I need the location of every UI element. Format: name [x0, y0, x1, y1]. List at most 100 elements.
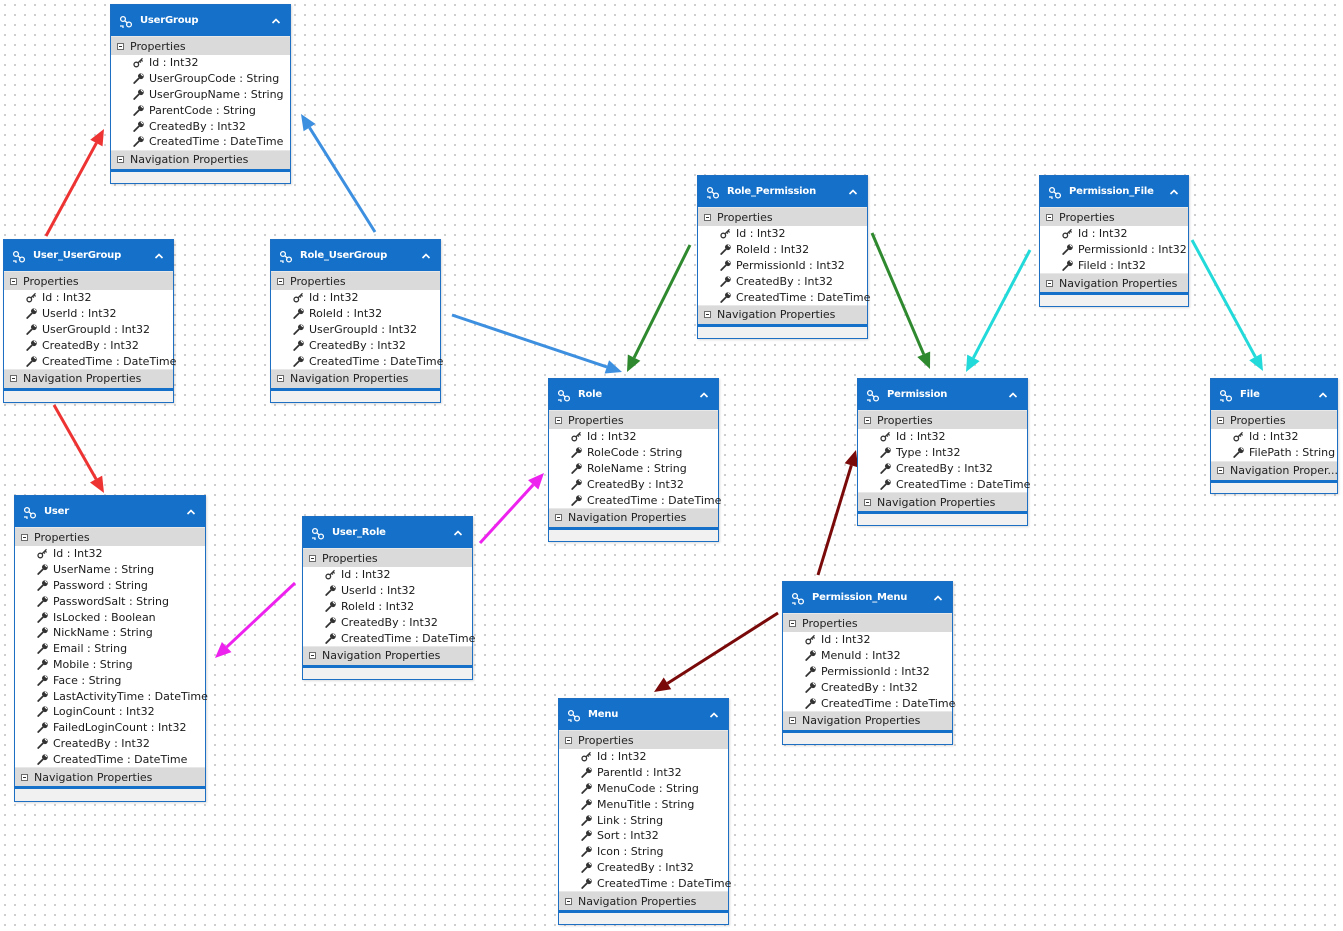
property-permissionid[interactable]: PermissionId : Int32	[1040, 242, 1188, 258]
property-id[interactable]: Id : Int32	[783, 632, 952, 648]
collapse-chevron-icon[interactable]	[1168, 183, 1180, 195]
relationship-role-permission-to-permission[interactable]	[870, 232, 931, 369]
entity-header[interactable]: Permission_Menu	[783, 582, 952, 613]
entity-header[interactable]: Role	[549, 379, 718, 410]
property-createdby[interactable]: CreatedBy : Int32	[303, 614, 472, 630]
property-createdby[interactable]: CreatedBy : Int32	[4, 337, 173, 353]
property-createdby[interactable]: CreatedBy : Int32	[858, 461, 1027, 477]
collapse-toggle-icon[interactable]	[1217, 416, 1224, 424]
navigation-section-header[interactable]: Navigation Properties	[549, 507, 718, 530]
collapse-toggle-icon[interactable]	[555, 514, 562, 522]
entity-header[interactable]: Permission	[858, 379, 1027, 410]
property-userid[interactable]: UserId : Int32	[4, 306, 173, 322]
property-filepath[interactable]: FilePath : String	[1211, 445, 1337, 461]
property-createdby[interactable]: CreatedBy : Int32	[15, 736, 205, 752]
property-permissionid[interactable]: PermissionId : Int32	[698, 258, 867, 274]
entity-header[interactable]: Menu	[559, 699, 728, 730]
relationship-role-usergroup-to-usergroup[interactable]	[301, 114, 377, 233]
property-roleid[interactable]: RoleId : Int32	[303, 599, 472, 615]
collapse-toggle-icon[interactable]	[1046, 213, 1053, 221]
property-menucode[interactable]: MenuCode : String	[559, 781, 728, 797]
collapse-toggle-icon[interactable]	[117, 42, 124, 50]
entity-header[interactable]: UserGroup	[111, 5, 290, 36]
navigation-section-header[interactable]: Navigation Properties	[271, 368, 440, 391]
collapse-chevron-icon[interactable]	[1317, 386, 1329, 398]
properties-section-header[interactable]: Properties	[783, 613, 952, 632]
property-createdtime[interactable]: CreatedTime : DateTime	[783, 695, 955, 711]
collapse-toggle-icon[interactable]	[1217, 467, 1224, 475]
properties-section-header[interactable]: Properties	[698, 207, 867, 226]
property-passwordsalt[interactable]: PasswordSalt : String	[15, 593, 205, 609]
properties-section-header[interactable]: Properties	[15, 527, 205, 546]
navigation-section-header[interactable]: Navigation Properties	[783, 710, 952, 733]
relationship-user-usergroup-to-usergroup[interactable]	[44, 129, 104, 237]
collapse-toggle-icon[interactable]	[864, 416, 871, 424]
navigation-section-header[interactable]: Navigation Properties	[698, 304, 867, 327]
property-logincount[interactable]: LoginCount : Int32	[15, 704, 205, 720]
property-createdby[interactable]: CreatedBy : Int32	[271, 337, 440, 353]
relationship-user-usergroup-to-user[interactable]	[52, 404, 104, 493]
collapse-chevron-icon[interactable]	[698, 386, 710, 398]
navigation-section-header[interactable]: Navigation Properties	[559, 891, 728, 914]
property-createdby[interactable]: CreatedBy : Int32	[549, 476, 718, 492]
properties-section-header[interactable]: Properties	[858, 410, 1027, 429]
property-createdtime[interactable]: CreatedTime : DateTime	[549, 492, 721, 508]
collapse-toggle-icon[interactable]	[10, 277, 17, 285]
collapse-toggle-icon[interactable]	[789, 619, 796, 627]
property-userid[interactable]: UserId : Int32	[303, 583, 472, 599]
collapse-toggle-icon[interactable]	[864, 498, 871, 506]
property-lastactivitytime[interactable]: LastActivityTime : DateTime	[15, 688, 208, 704]
navigation-section-header[interactable]: Navigation Properties	[1040, 273, 1188, 296]
property-id[interactable]: Id : Int32	[303, 567, 472, 583]
property-username[interactable]: UserName : String	[15, 562, 205, 578]
collapse-toggle-icon[interactable]	[309, 554, 316, 562]
property-id[interactable]: Id : Int32	[111, 55, 290, 71]
property-createdby[interactable]: CreatedBy : Int32	[111, 118, 290, 134]
property-id[interactable]: Id : Int32	[15, 546, 205, 562]
property-createdtime[interactable]: CreatedTime : DateTime	[559, 875, 731, 891]
entity-header[interactable]: Role_UserGroup	[271, 240, 440, 271]
property-usergroupid[interactable]: UserGroupId : Int32	[4, 322, 173, 338]
property-id[interactable]: Id : Int32	[549, 429, 718, 445]
properties-section-header[interactable]: Properties	[549, 410, 718, 429]
collapse-toggle-icon[interactable]	[565, 736, 572, 744]
collapse-chevron-icon[interactable]	[153, 247, 165, 259]
property-menuid[interactable]: MenuId : Int32	[783, 648, 952, 664]
entity-header[interactable]: User_Role	[303, 517, 472, 548]
collapse-toggle-icon[interactable]	[555, 416, 562, 424]
property-face[interactable]: Face : String	[15, 672, 205, 688]
entity-header[interactable]: File	[1211, 379, 1337, 410]
relationship-user-role-to-role[interactable]	[478, 473, 544, 545]
property-createdtime[interactable]: CreatedTime : DateTime	[15, 751, 205, 767]
property-email[interactable]: Email : String	[15, 641, 205, 657]
relationship-permission-menu-to-permission[interactable]	[816, 450, 859, 576]
relationship-user-role-to-user[interactable]	[215, 581, 297, 658]
property-id[interactable]: Id : Int32	[1040, 226, 1188, 242]
properties-section-header[interactable]: Properties	[111, 36, 290, 55]
collapse-chevron-icon[interactable]	[932, 589, 944, 601]
collapse-toggle-icon[interactable]	[704, 311, 711, 319]
collapse-toggle-icon[interactable]	[21, 773, 28, 781]
property-islocked[interactable]: IsLocked : Boolean	[15, 609, 205, 625]
properties-section-header[interactable]: Properties	[303, 548, 472, 567]
property-id[interactable]: Id : Int32	[1211, 429, 1337, 445]
property-icon[interactable]: Icon : String	[559, 844, 728, 860]
property-mobile[interactable]: Mobile : String	[15, 657, 205, 673]
property-menutitle[interactable]: MenuTitle : String	[559, 796, 728, 812]
collapse-toggle-icon[interactable]	[277, 375, 284, 383]
property-createdby[interactable]: CreatedBy : Int32	[698, 273, 867, 289]
properties-section-header[interactable]: Properties	[4, 271, 173, 290]
relationship-permission-file-to-file[interactable]	[1190, 239, 1263, 371]
navigation-section-header[interactable]: Navigation Properties	[303, 645, 472, 668]
properties-section-header[interactable]: Properties	[1211, 410, 1337, 429]
property-parentcode[interactable]: ParentCode : String	[111, 102, 290, 118]
property-createdtime[interactable]: CreatedTime : DateTime	[303, 630, 475, 646]
